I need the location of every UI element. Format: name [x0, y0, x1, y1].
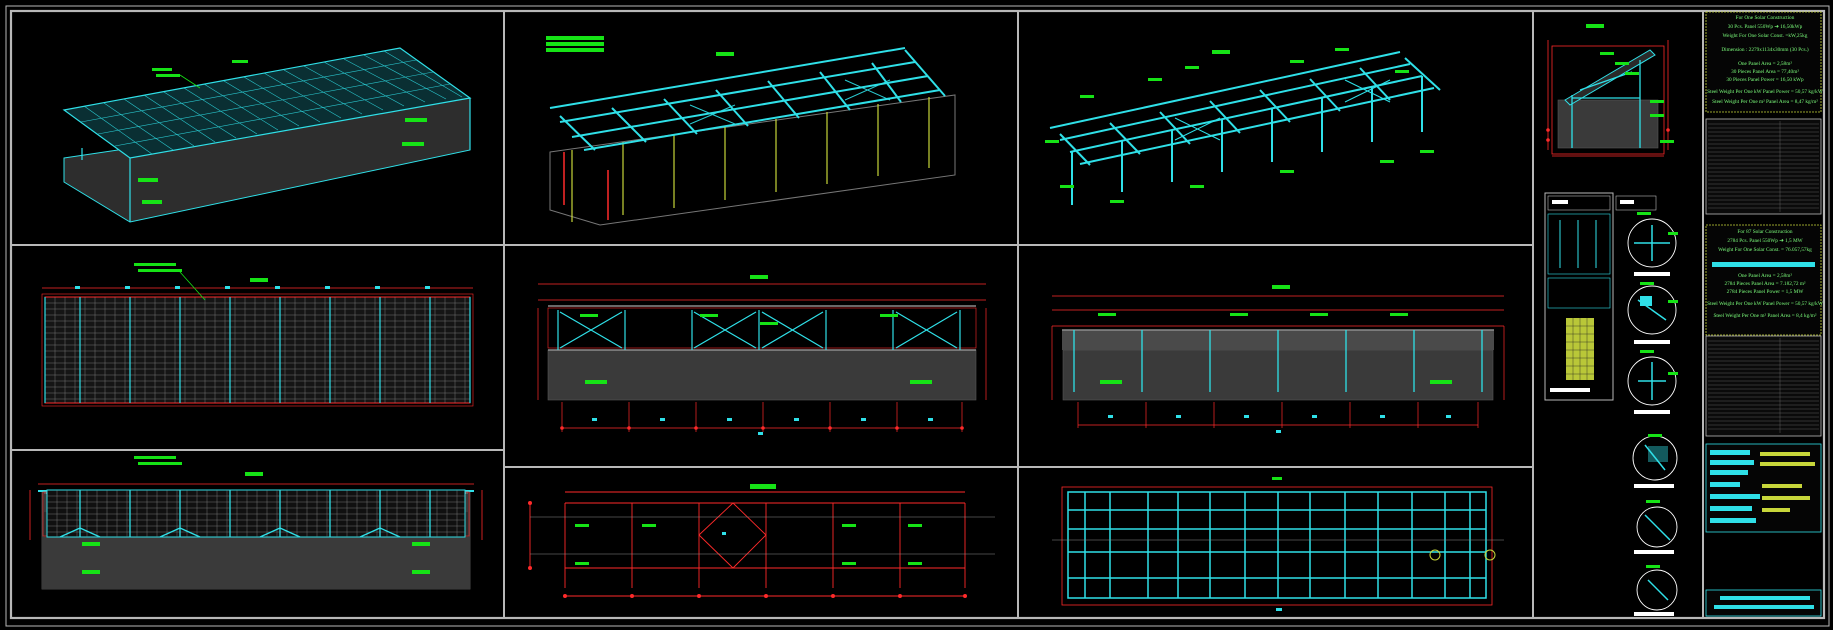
legend-1-panels: 30 Pcs. Panel 550Wp ➔ 16,50kWp	[1727, 24, 1803, 30]
legend-2-pieces-power: 2784 Pieces Panel Power = 1,5 MW	[1726, 289, 1804, 295]
view-isometric-frame-labeled	[1045, 48, 1441, 205]
legend-2-panels: 2784 Pcs. Panel 550Wp ➔ 1,5 MW	[1727, 238, 1803, 244]
legend-1-steel-m2: Steel Weight Per One m² Panel Area = 8,4…	[1712, 99, 1818, 105]
legend-2-steel-kw: Steel Weight Per One kW Panel Power = 50…	[1707, 301, 1823, 307]
legend-1-title: For One Solar Construction	[1735, 15, 1795, 21]
legend-2-pieces-area: 2784 Pieces Panel Area = 7.182,72 m²	[1724, 281, 1806, 287]
legend-2-title: For 87 Solar Construction	[1737, 229, 1793, 235]
legend-1-weight: Weight For One Solar Const. =kW,25kg	[1722, 33, 1808, 39]
view-foundation-plan	[528, 484, 995, 598]
legend-1-dimension: Dimension : 2279x1134x30mm (30 Pcs.)	[1721, 47, 1809, 53]
view-cross-section	[1546, 24, 1674, 157]
sheet-frame	[5, 5, 1830, 627]
view-front-elevation	[29, 456, 483, 590]
legend-2-weight: Weight For One Solar Const. = 76.057,57k…	[1718, 247, 1812, 253]
legend-1-pieces-area: 30 Pieces Panel Area = 77,40m²	[1731, 69, 1799, 75]
legend-1-pieces-power: 30 Pieces Panel Power = 16,50 kWp	[1726, 77, 1804, 83]
legend-1-panel-area: One Panel Area = 2,58m²	[1738, 61, 1792, 67]
detail-contents	[1634, 212, 1678, 616]
view-side-elevation	[1051, 285, 1505, 433]
legend-2-panel-area: One Panel Area = 2,58m²	[1738, 273, 1792, 279]
legend-panel	[1705, 11, 1822, 617]
legend-1-steel-kw: Steel Weight Per One kW Panel Power = 50…	[1707, 89, 1823, 95]
view-isometric-frame	[546, 36, 956, 226]
view-frame-plan	[1052, 477, 1504, 611]
view-isometric-panels	[62, 47, 472, 223]
view-side-elevation-braced	[537, 275, 987, 435]
view-detail-sheet	[1544, 192, 1657, 401]
view-plan-panels	[41, 263, 474, 407]
legend-2-steel-m2: Steel Weight Per One m² Panel Area = 8,4…	[1713, 313, 1817, 319]
